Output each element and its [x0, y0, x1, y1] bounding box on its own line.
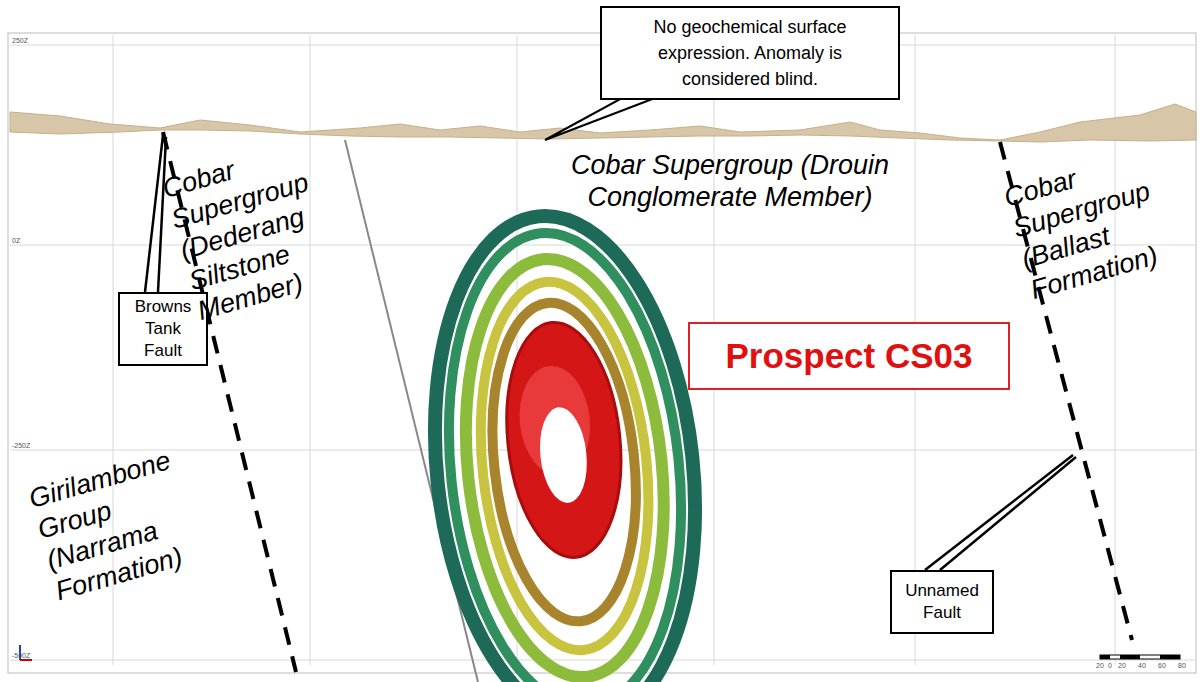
box-text: Unnamed Fault: [898, 580, 986, 624]
box-text: No geochemical surface expression. Anoma…: [616, 14, 884, 92]
prospect-box: Prospect CS03: [688, 322, 1010, 390]
scale-number: 40: [1138, 662, 1150, 669]
unit-label: Cobar Supergroup (Drouin Conglomerate Me…: [540, 150, 920, 214]
box-text: Prospect CS03: [725, 336, 972, 376]
unit-label: Girilambone Group (Narrama Formation): [26, 440, 220, 608]
scale-number: 20: [1096, 662, 1108, 669]
grid: [10, 35, 1195, 665]
fault-label-box: Unnamed Fault: [890, 570, 994, 634]
fault-label-box: Browns Tank Fault: [118, 292, 208, 366]
scale-number: 20: [1118, 662, 1130, 669]
unit-label: Cobar Supergroup (Ballast Formation): [1001, 137, 1200, 306]
callout-pointer: [545, 98, 655, 140]
frame: [8, 33, 1196, 673]
elevation-tick: -500Z: [12, 652, 42, 659]
elevation-tick: 0Z: [12, 237, 42, 244]
box-text: Browns Tank Fault: [126, 296, 200, 362]
elevation-tick: 250Z: [12, 37, 42, 44]
scale-bar: [1100, 655, 1180, 659]
scale-number: 80: [1178, 662, 1190, 669]
elevation-tick: -250Z: [12, 442, 42, 449]
scale-number: 60: [1158, 662, 1170, 669]
callout-box: No geochemical surface expression. Anoma…: [600, 6, 900, 100]
anomaly-shells: [411, 203, 719, 682]
